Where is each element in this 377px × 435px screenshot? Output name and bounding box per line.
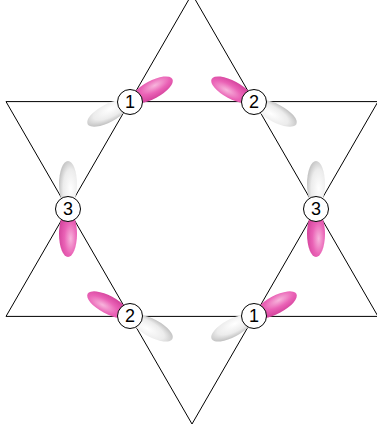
numbered-circle: 1 (241, 303, 267, 329)
circle-number: 1 (125, 93, 135, 111)
numbered-circle: 3 (55, 196, 81, 222)
circle-number: 3 (63, 200, 73, 218)
circle-number: 2 (125, 307, 135, 325)
circle-number: 3 (311, 200, 321, 218)
numbered-circle: 3 (303, 196, 329, 222)
circle-number: 2 (249, 93, 259, 111)
numbered-circle: 1 (117, 89, 143, 115)
orbital-lobes (59, 71, 325, 347)
circle-number: 1 (249, 307, 259, 325)
triangle-lines (6, 0, 377, 424)
numbered-circle: 2 (241, 89, 267, 115)
